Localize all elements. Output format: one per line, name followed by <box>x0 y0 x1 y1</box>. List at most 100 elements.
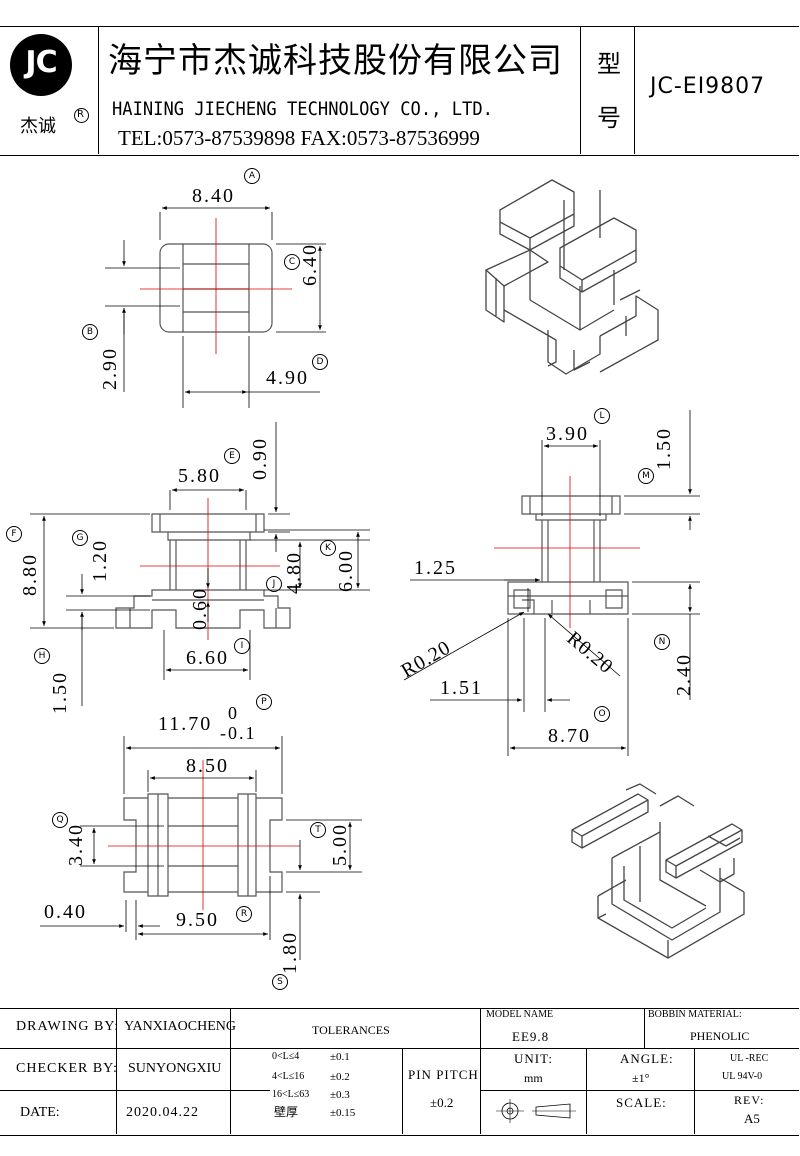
callout-r: R <box>236 906 252 922</box>
top-view-centerlines <box>140 218 292 354</box>
callout-s: S <box>272 974 288 990</box>
registered-mark-letter: R <box>77 109 84 120</box>
callout-t: T <box>310 822 326 838</box>
top-view-dimension-lines <box>105 206 326 408</box>
footer-title-block <box>0 1008 799 1136</box>
checker-by-value: SUNYONGXIU <box>128 1061 222 1076</box>
bottom-view-centerlines <box>108 760 300 910</box>
tol-value-3: ±0.3 <box>330 1089 350 1101</box>
tol-range-1: 0<L≤4 <box>272 1051 300 1062</box>
callout-g: G <box>72 530 88 546</box>
footer-rule <box>402 1048 403 1134</box>
dim-3-40: 3.40 <box>65 823 87 866</box>
title-block-header <box>0 26 799 156</box>
tol-value-4: ±0.15 <box>330 1107 356 1119</box>
pin-pitch-label: PIN PITCH <box>408 1067 479 1082</box>
callout-k: K <box>320 540 336 556</box>
rev-label: REV: <box>734 1093 765 1107</box>
tol-range-4: 壁厚 <box>274 1105 299 1119</box>
callout-e: E <box>224 448 240 464</box>
header-divider <box>634 26 635 154</box>
checker-by-label: CHECKER BY: <box>16 1061 118 1076</box>
callout-p: P <box>256 694 272 710</box>
dim-8-70: 8.70 <box>548 725 591 747</box>
callout-n: N <box>654 634 670 650</box>
dim-4-80: 4.80 <box>283 551 305 594</box>
callout-j: J <box>266 576 282 592</box>
model-label-line1: 型 <box>597 50 621 78</box>
callout-d: D <box>312 354 328 370</box>
dim-1-50-left: 1.50 <box>49 671 71 714</box>
pin-pitch-value: ±0.2 <box>430 1095 454 1110</box>
dim-3-90: 3.90 <box>546 423 589 445</box>
header-divider <box>580 26 581 154</box>
isometric-view-bottom <box>571 783 745 959</box>
company-name-cn: 海宁市杰诚科技股份有限公司 <box>108 41 563 81</box>
dim-5-80: 5.80 <box>178 465 221 487</box>
callout-i: I <box>234 638 250 654</box>
dim-8-40: 8.40 <box>192 185 235 207</box>
footer-rule <box>644 1008 645 1048</box>
angle-label: ANGLE: <box>620 1051 674 1066</box>
callout-q: Q <box>52 812 68 828</box>
dim-1-80: 1.80 <box>279 931 301 974</box>
callout-a: A <box>244 168 260 184</box>
registered-mark <box>74 108 89 123</box>
company-logo <box>10 34 72 96</box>
callout-c: C <box>284 254 300 270</box>
dim-8-50: 8.50 <box>186 755 229 777</box>
model-label-line2: 号 <box>597 104 621 132</box>
side-view-dimension-lines <box>403 410 700 756</box>
model-name-label: MODEL NAME <box>486 1009 554 1020</box>
unit-value: mm <box>524 1071 543 1085</box>
isometric-view-top <box>485 179 659 375</box>
bottom-view <box>123 793 283 897</box>
footer-rule <box>480 1008 481 1134</box>
dim-2-90: 2.90 <box>99 347 121 390</box>
footer-rule <box>480 1048 799 1049</box>
company-contact: TEL:0573-87539898 FAX:0573-87536999 <box>118 126 480 150</box>
drawing-by-label: DRAWING BY: <box>16 1019 120 1034</box>
tol-range-2: 4<L≤16 <box>272 1071 305 1082</box>
dim-11-70: 11.70 <box>158 713 213 735</box>
dim-tol-upper: 0 <box>228 703 237 723</box>
bobbin-material-label: BOBBIN MATERIAL: <box>648 1009 742 1020</box>
callout-o: O <box>594 706 610 722</box>
company-name-en: HAINING JIECHENG TECHNOLOGY CO., LTD. <box>112 98 493 120</box>
bobbin-material-value: PHENOLIC <box>690 1029 750 1043</box>
dim-2-40: 2.40 <box>673 653 695 696</box>
dim-5-00: 5.00 <box>329 823 351 866</box>
dim-0-60: 0.60 <box>189 587 211 630</box>
footer-rule <box>586 1048 587 1134</box>
tolerances-label: TOLERANCES <box>312 1023 390 1037</box>
dim-6-00: 6.00 <box>335 549 357 592</box>
callout-b: B <box>82 324 98 340</box>
logo-text: JC <box>25 45 57 80</box>
side-view-centerlines <box>494 476 640 628</box>
front-view-dimension-lines <box>30 422 370 706</box>
dim-8-80: 8.80 <box>19 553 41 596</box>
scale-label: SCALE: <box>616 1095 667 1110</box>
header-divider <box>98 26 99 154</box>
footer-rule <box>0 1048 480 1049</box>
bottom-view-dimension-lines <box>40 736 362 960</box>
footer-rule <box>0 1090 270 1091</box>
model-number: JC-EI9807 <box>650 74 766 99</box>
dim-4-90: 4.90 <box>266 367 309 389</box>
dim-9-50: 9.50 <box>176 909 219 931</box>
footer-rule <box>480 1090 799 1091</box>
projection-symbol-icon <box>496 1099 576 1123</box>
technical-drawing <box>30 179 745 960</box>
callout-f: F <box>6 526 22 542</box>
side-view <box>507 495 629 615</box>
dim-1-50-right: 1.50 <box>653 427 675 470</box>
angle-value: ±1° <box>632 1071 650 1085</box>
tol-value-2: ±0.2 <box>330 1071 350 1083</box>
tol-value-1: ±0.1 <box>330 1051 350 1063</box>
date-label: DATE: <box>20 1105 60 1120</box>
callout-h: H <box>34 648 50 664</box>
rev-value: A5 <box>744 1111 760 1126</box>
dim-1-25: 1.25 <box>414 557 457 579</box>
dim-0-90: 0.90 <box>249 437 271 480</box>
tol-range-3: 16<L≤63 <box>272 1089 310 1100</box>
